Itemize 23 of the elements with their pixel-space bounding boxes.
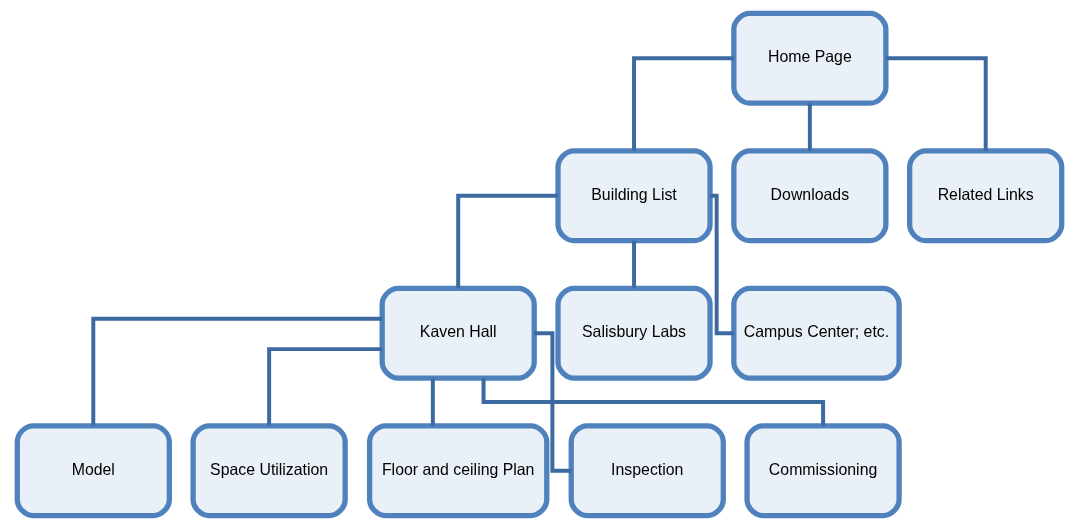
node-box: Home Page bbox=[730, 10, 889, 106]
connector bbox=[90, 316, 382, 426]
node-box: Salisbury Labs bbox=[554, 285, 713, 381]
node-box: Downloads bbox=[730, 148, 889, 244]
node-box: Commissioning bbox=[743, 423, 902, 519]
connector bbox=[631, 240, 636, 289]
connector bbox=[266, 347, 382, 426]
connector bbox=[455, 193, 558, 289]
connector bbox=[533, 331, 571, 473]
node-box: Kaven Hall bbox=[379, 285, 537, 381]
node-box: Building List bbox=[554, 148, 713, 244]
connector bbox=[631, 56, 734, 151]
node-box: Related Links bbox=[906, 148, 1064, 244]
node-box: Model bbox=[14, 423, 172, 519]
node-box: Space Utilization bbox=[189, 423, 348, 519]
connector bbox=[807, 103, 812, 151]
node-box: Inspection bbox=[568, 423, 726, 519]
connector bbox=[481, 378, 825, 426]
node-box: Floor and ceiling Plan bbox=[366, 423, 549, 519]
connector bbox=[430, 378, 435, 426]
connector bbox=[709, 193, 734, 336]
connector bbox=[885, 56, 988, 151]
node-box: Campus Center; etc. bbox=[730, 285, 902, 381]
